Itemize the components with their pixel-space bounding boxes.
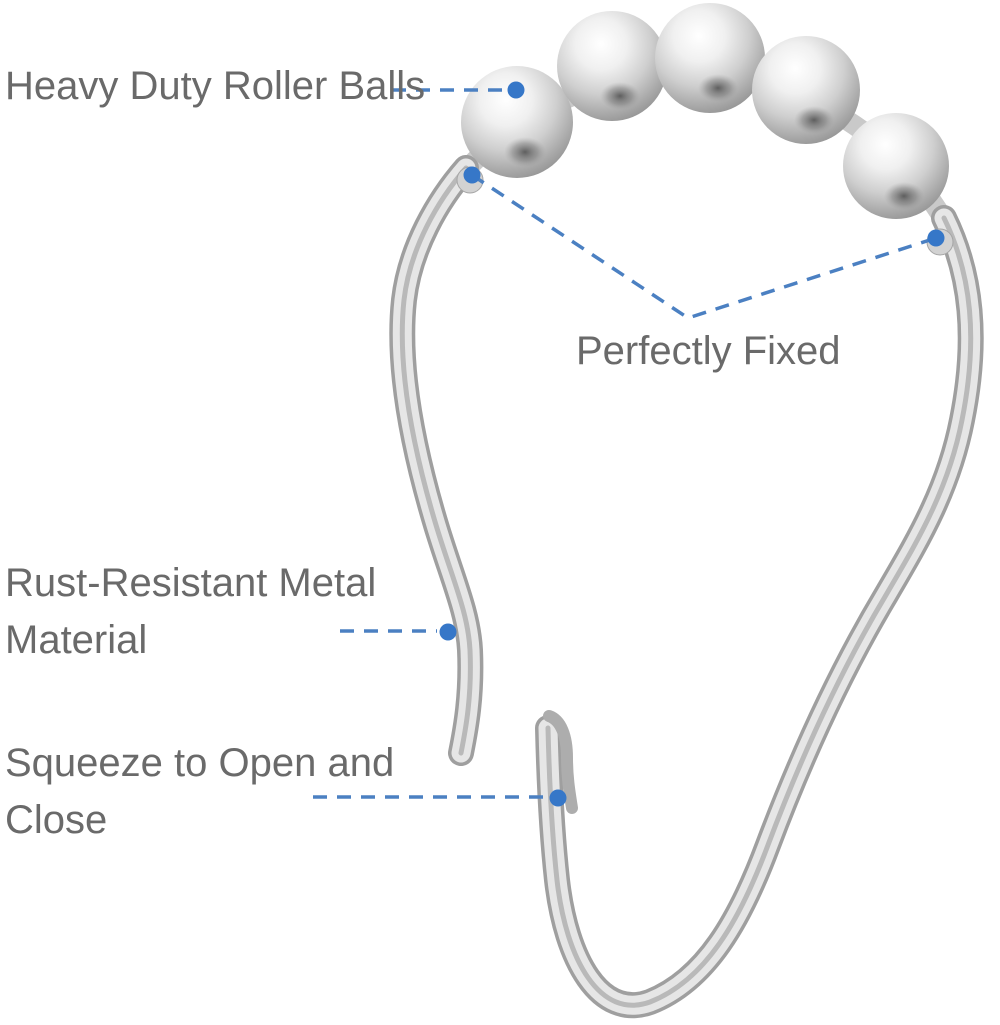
- callout-lines: [313, 88, 937, 799]
- left-wire: [389, 155, 484, 766]
- label-squeeze-to-open: Squeeze to Open and Close: [5, 735, 394, 849]
- callout-dot-heavy-duty: [507, 81, 525, 99]
- callout-dots: [439, 81, 945, 807]
- ball-5-reflection: [884, 182, 924, 210]
- label-squeeze-line2: Close: [5, 798, 108, 842]
- ball-4-reflection: [794, 106, 834, 134]
- label-rust-resistant: Rust-Resistant Metal Material: [5, 555, 376, 669]
- label-perfectly-fixed: Perfectly Fixed: [576, 329, 841, 373]
- ball-1-reflection: [504, 137, 546, 167]
- roller-balls: [461, 3, 949, 219]
- squeeze-tab: [543, 710, 578, 814]
- callout-line-perfectly-fixed: [471, 173, 937, 320]
- hook-wire: [535, 205, 984, 1019]
- callout-dot-perfectly-fixed-right: [927, 229, 945, 247]
- label-heavy-duty-roller-balls: Heavy Duty Roller Balls: [5, 64, 426, 108]
- label-squeeze-line1: Squeeze to Open and: [5, 741, 395, 785]
- callout-dot-squeeze: [549, 789, 567, 807]
- ball-2-reflection: [600, 82, 640, 110]
- label-rust-resistant-line2: Material: [5, 618, 148, 662]
- callout-dot-rust-resistant: [439, 623, 457, 641]
- ball-3-reflection: [698, 74, 738, 102]
- label-rust-resistant-line1: Rust-Resistant Metal: [5, 561, 377, 605]
- callout-dot-perfectly-fixed-left: [463, 166, 481, 184]
